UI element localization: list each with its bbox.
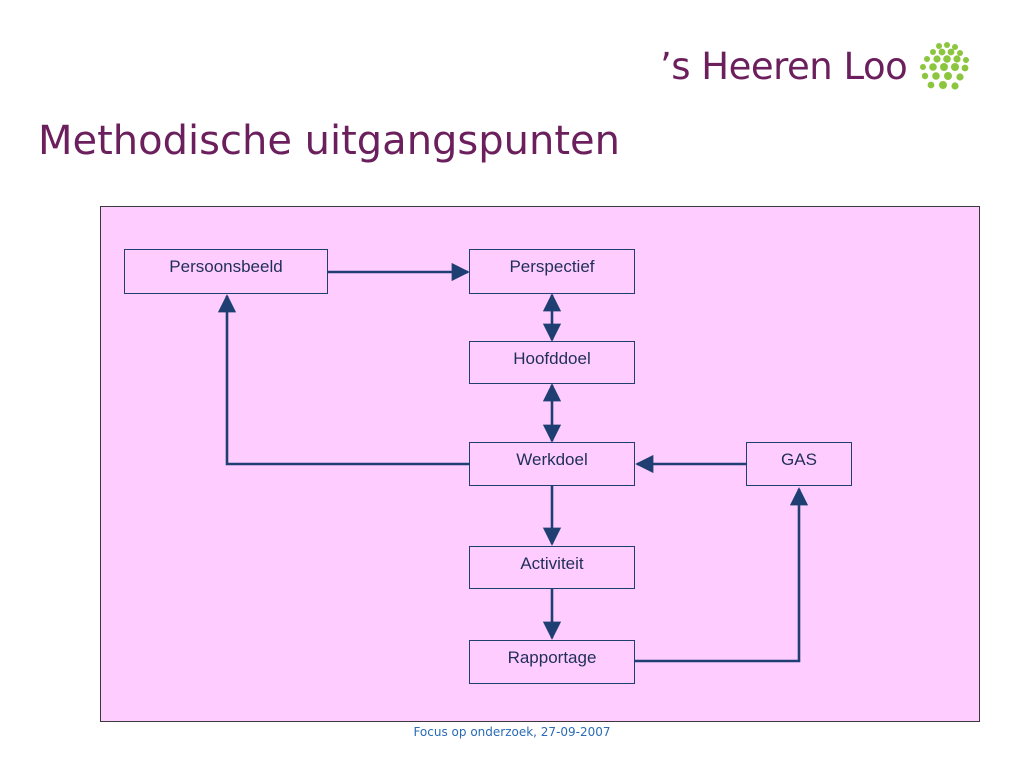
node-hoofddoel: Hoofddoel [469, 341, 635, 384]
edge-werkdoel-persoonsbeeld [217, 294, 470, 466]
logo-dots-icon [920, 42, 970, 90]
slide-footer: Focus op onderzoek, 27-09-2007 [413, 725, 611, 739]
node-gas: GAS [746, 442, 852, 486]
edge-rapportage-gas [634, 487, 809, 663]
brand-logo: ’s Heeren Loo [660, 40, 971, 92]
diagram-panel: Persoonsbeeld Perspectief Hoofddoel Werk… [100, 206, 980, 722]
node-persoonsbeeld: Persoonsbeeld [124, 249, 328, 294]
node-werkdoel: Werkdoel [469, 442, 635, 486]
diagram-connectors [217, 262, 809, 663]
slide-title: Methodische uitgangspunten [38, 118, 621, 164]
node-rapportage: Rapportage [469, 640, 635, 684]
node-activiteit: Activiteit [469, 546, 635, 589]
node-perspectief: Perspectief [469, 249, 635, 294]
logo-text: ’s Heeren Loo [660, 44, 908, 88]
